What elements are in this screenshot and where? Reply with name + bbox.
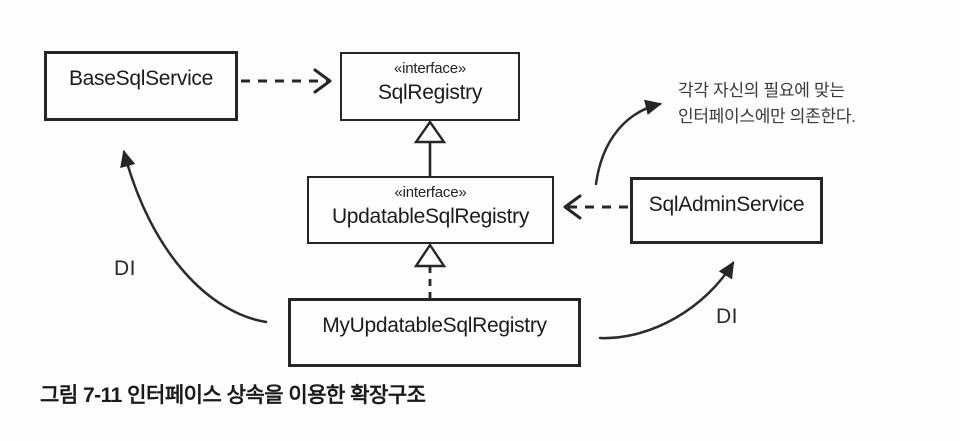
node-updatable-sql-registry-stereotype: «interface» (394, 184, 467, 201)
node-sql-registry-label: SqlRegistry (377, 81, 483, 104)
di-curve-to-sqladminservice (598, 261, 735, 340)
di-curve-to-basesqlservice (120, 149, 268, 324)
annotation-note: 각각 자신의 필요에 맞는 인터페이스에만 의존한다. (678, 78, 856, 130)
node-sql-admin-service: SqlAdminService (630, 177, 823, 244)
node-sql-registry-stereotype: «interface» (393, 60, 467, 77)
node-my-updatable-sql-registry-label: MyUpdatableSqlRegistry (322, 314, 547, 337)
node-sql-admin-service-label: SqlAdminService (648, 193, 805, 216)
node-updatable-sql-registry-label: UpdatableSqlRegistry (331, 205, 530, 228)
generalization-triangle-sqlregistry (413, 119, 447, 144)
figure-caption: 그림 7-11 인터페이스 상속을 이용한 확장구조 (40, 384, 426, 407)
node-sql-registry: «interface» SqlRegistry (340, 52, 520, 121)
annotation-pointer-curve (594, 99, 663, 186)
node-my-updatable-sql-registry: MyUpdatableSqlRegistry (288, 298, 581, 367)
node-base-sql-service-label: BaseSqlService (68, 67, 214, 90)
annotation-note-line1: 각각 자신의 필요에 맞는 (678, 81, 845, 100)
realization-triangle-updatable (413, 242, 447, 268)
node-base-sql-service: BaseSqlService (44, 51, 238, 121)
di-label-left: DI (114, 257, 136, 280)
node-updatable-sql-registry: «interface» UpdatableSqlRegistry (307, 176, 554, 244)
annotation-note-line2: 인터페이스에만 의존한다. (678, 107, 856, 126)
di-label-right: DI (716, 305, 738, 328)
